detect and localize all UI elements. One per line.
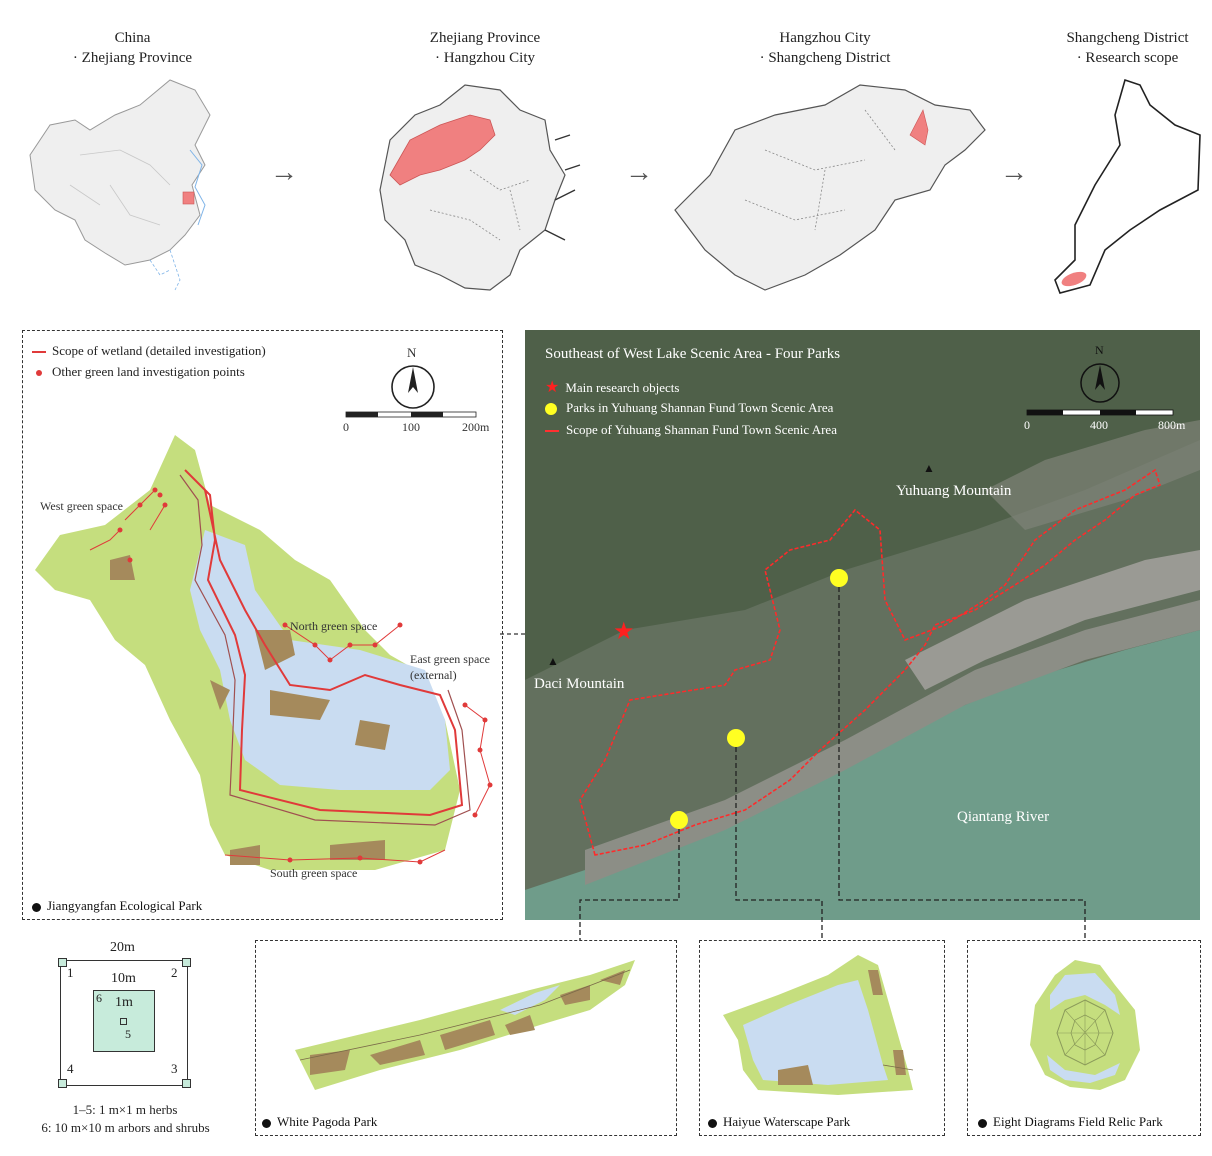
plot-number: 3 — [171, 1061, 178, 1076]
red-dash-icon — [545, 430, 559, 433]
scenic-area-boundary — [579, 468, 1161, 856]
corner-subplot-1 — [58, 958, 67, 967]
china-map — [29, 79, 211, 291]
eight-diagrams-map — [1030, 960, 1140, 1090]
north-green-label: North green space — [290, 619, 378, 633]
white-pagoda-panel — [255, 940, 677, 1136]
haiyue-panel — [699, 940, 945, 1136]
park-marker-white-pagoda — [670, 811, 688, 829]
arrow-right-icon: → — [1000, 157, 1028, 188]
red-line-icon — [32, 351, 46, 354]
south-green-label: South green space — [270, 866, 358, 880]
satellite-title: Southeast of West Lake Scenic Area - Fou… — [545, 346, 841, 362]
plot-number: 4 — [67, 1061, 74, 1076]
scale-label: 200m — [462, 420, 490, 434]
map-caption-hangzhou: Hangzhou City · Shangcheng District — [759, 30, 891, 66]
satellite-map — [525, 330, 1200, 920]
legend-wetland: Scope of wetland (detailed investigation… — [32, 343, 266, 359]
jiangyangfan-panel — [22, 330, 503, 920]
plot-number: 6 — [96, 991, 102, 1005]
jiangyangfan-map — [35, 435, 493, 870]
plot-outer-size: 20m — [110, 940, 135, 955]
corner-subplot-4 — [58, 1079, 67, 1088]
corner-subplot-2 — [182, 958, 191, 967]
mountain-triangle-icon: ▲ — [547, 654, 559, 668]
plot-outer-square — [60, 960, 188, 1086]
plot-number: 1 — [67, 965, 74, 980]
park-marker-haiyue — [727, 729, 745, 747]
center-subplot — [120, 1018, 127, 1025]
daci-mountain-label: Daci Mountain — [534, 676, 625, 692]
park-name-jiangyangfan: Jiangyangfan Ecological Park — [32, 898, 202, 914]
plot-inner-square — [93, 990, 155, 1052]
mountain-triangle-icon: ▲ — [923, 461, 935, 475]
plot-center-size: 1m — [115, 995, 133, 1010]
plot-note-arbors: 6: 10 m×10 m arbors and shrubs — [41, 1120, 210, 1135]
north-label: N — [1095, 343, 1104, 357]
yuhuang-mountain-label: Yuhuang Mountain — [896, 483, 1012, 499]
scale-label: 800m — [1158, 418, 1186, 432]
park-name-haiyue: Haiyue Waterscape Park — [708, 1114, 850, 1130]
main-research-star-icon: ★ — [613, 619, 635, 645]
qiantang-river-label: Qiantang River — [957, 809, 1050, 825]
park-name-white-pagoda: White Pagoda Park — [262, 1114, 377, 1130]
scale-label: 400 — [1090, 418, 1108, 432]
north-label: N — [407, 345, 417, 360]
hangzhou-map — [674, 84, 986, 291]
legend-parks: Parks in Yuhuang Shannan Fund Town Sceni… — [545, 400, 833, 416]
satellite-terrain — [525, 330, 1200, 920]
white-pagoda-map — [295, 960, 635, 1090]
east-green-label-2: (external) — [410, 668, 457, 682]
yellow-dot-icon — [545, 403, 557, 416]
haiyue-map — [723, 955, 914, 1095]
plot-inner-size: 10m — [111, 971, 136, 986]
corner-subplot-3 — [182, 1079, 191, 1088]
legend-points: Other green land investigation points — [32, 364, 245, 380]
west-green-label: West green space — [40, 499, 123, 513]
shangcheng-map — [1054, 78, 1201, 294]
legend-main-objects: ★Main research objects — [545, 379, 680, 396]
north-arrow-icon — [1080, 363, 1120, 403]
plot-number: 5 — [125, 1027, 131, 1041]
eight-diagrams-panel — [967, 940, 1201, 1136]
east-green-label: East green space — [410, 652, 490, 666]
map-caption-china: China · Zhejiang Province — [72, 30, 193, 66]
star-icon: ★ — [545, 379, 560, 396]
scale-bar — [345, 411, 477, 418]
scale-label: 100 — [402, 420, 420, 434]
zhejiang-map — [379, 84, 581, 291]
plot-note-herbs: 1–5: 1 m×1 m herbs — [72, 1102, 178, 1117]
scale-label: 0 — [1024, 418, 1030, 432]
map-caption-shangcheng: Shangcheng District · Research scope — [1066, 30, 1189, 66]
park-name-eight-diagrams: Eight Diagrams Field Relic Park — [978, 1114, 1163, 1130]
scale-bar — [1026, 409, 1174, 416]
north-arrow-icon — [391, 365, 435, 409]
park-marker-eight-diagrams — [830, 569, 848, 587]
plot-number: 2 — [171, 965, 178, 980]
red-dot-icon — [36, 370, 42, 377]
map-caption-zhejiang: Zhejiang Province · Hangzhou City — [429, 30, 541, 66]
arrow-right-icon: → — [625, 157, 653, 188]
park-connectors — [579, 587, 1086, 940]
arrow-right-icon: → — [270, 157, 298, 188]
legend-scope: Scope of Yuhuang Shannan Fund Town Sceni… — [545, 422, 837, 438]
scale-label: 0 — [343, 420, 349, 434]
